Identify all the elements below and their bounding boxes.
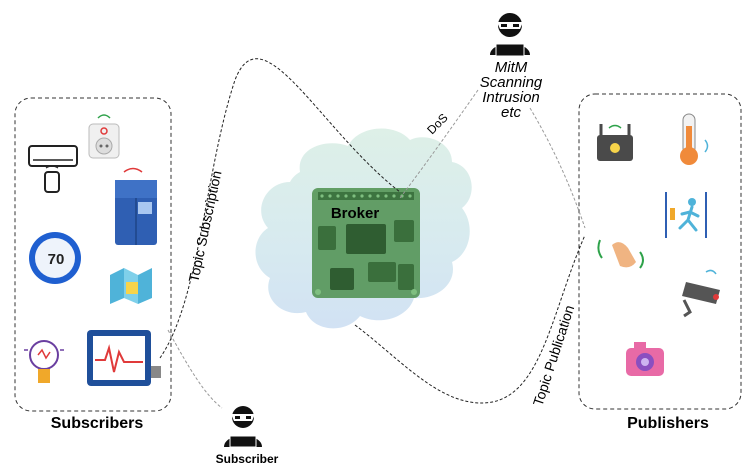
thermostat-icon: 70 — [29, 232, 81, 284]
dos-edge — [399, 89, 479, 199]
publishers-label: Publishers — [627, 415, 709, 432]
subscribers-label: Subscribers — [51, 415, 144, 432]
svg-text:70: 70 — [48, 251, 65, 268]
attacker-line-2: Scanning — [480, 74, 543, 91]
attacker-line-3: Intrusion — [482, 89, 540, 106]
attacker-to-publishers-edge — [529, 107, 586, 229]
topic-subscription-label: Topic Subscription — [185, 169, 224, 283]
topic-publication-label: Topic Publication — [530, 303, 578, 408]
air-conditioner-icon — [28, 145, 78, 193]
hacker-icon — [224, 406, 262, 448]
rogue-subscription-edge — [167, 329, 223, 409]
smart-plug-icon — [88, 114, 120, 159]
rogue-subscriber-label: Subscriber — [216, 452, 279, 466]
router-icon — [597, 124, 633, 161]
thermometer-icon — [680, 113, 709, 165]
publishers-group-box — [578, 93, 742, 410]
attacker-line-1: MitM — [495, 59, 528, 76]
smart-window-icon — [110, 268, 152, 304]
dos-label: DoS — [424, 111, 450, 137]
hand-sensor-icon — [597, 239, 644, 269]
attacker-line-4: etc — [501, 104, 522, 121]
smart-bulb-icon — [24, 340, 64, 383]
hacker-icon — [490, 13, 530, 57]
camera-icon — [626, 342, 664, 376]
smart-fridge-icon — [115, 167, 157, 245]
raspberry-pi-icon — [312, 188, 420, 298]
security-camera-icon — [682, 269, 720, 318]
broker-label: Broker — [331, 205, 380, 222]
topic-subscription-edge — [159, 58, 401, 359]
topic-publication-edge — [354, 234, 586, 404]
subscribers-group-box — [14, 97, 172, 412]
monitor-icon — [87, 330, 161, 386]
motion-sensor-icon — [665, 192, 707, 238]
